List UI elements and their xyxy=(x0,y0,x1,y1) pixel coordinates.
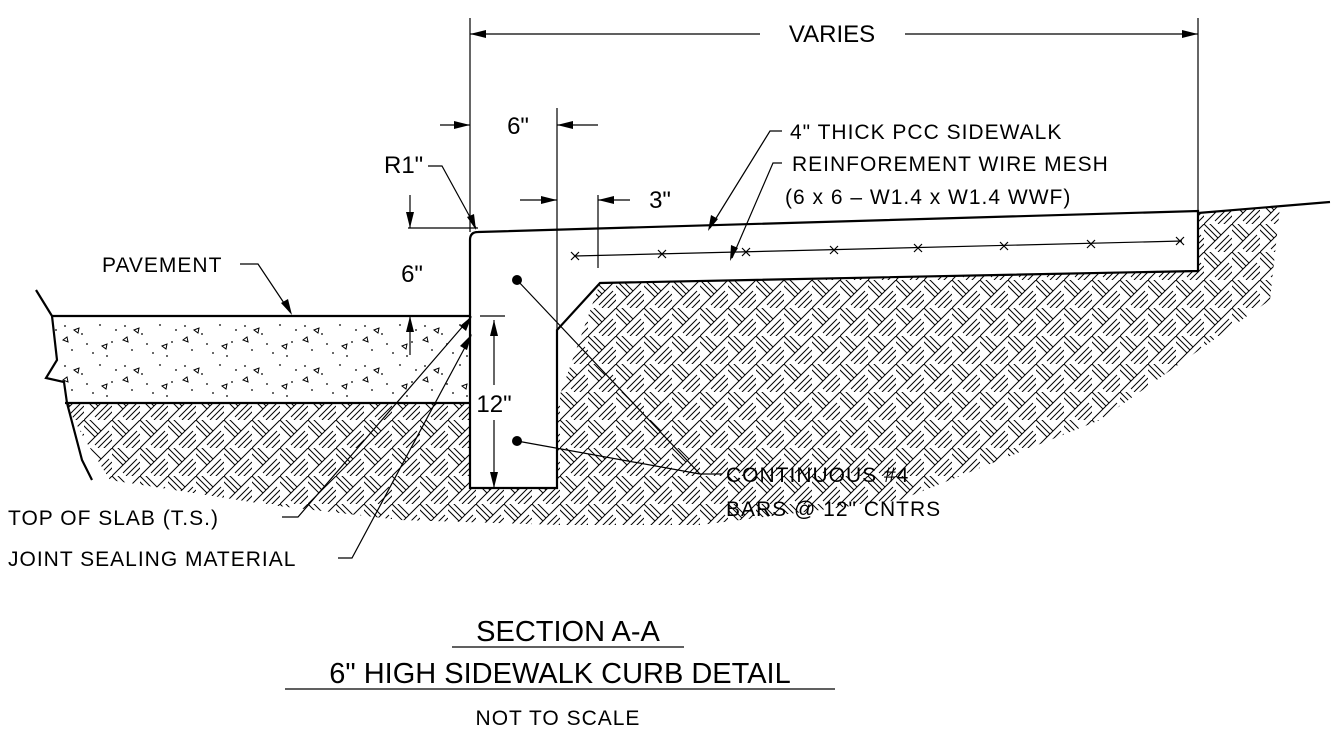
sidewalk-label: 4" THICK PCC SIDEWALK xyxy=(790,121,1062,144)
callout-top-of-slab: TOP OF SLAB (T.S.) xyxy=(8,316,472,530)
callout-pavement: PAVEMENT xyxy=(102,254,292,315)
detail-title: 6" HIGH SIDEWALK CURB DETAIL xyxy=(329,658,791,690)
top-of-slab-label: TOP OF SLAB (T.S.) xyxy=(8,507,219,530)
earth-hatch xyxy=(65,207,1280,525)
callout-mesh: REINFOREMENT WIRE MESH (6 x 6 – W1.4 x W… xyxy=(730,153,1109,261)
bars-label-2: BARS @ 12" CNTRS xyxy=(726,498,941,521)
pavement-slab xyxy=(35,289,470,481)
varies-label: VARIES xyxy=(789,21,875,48)
r1-label: R1" xyxy=(384,152,423,179)
bars-label-1: CONTINUOUS #4 xyxy=(726,464,909,487)
dimension-12: 12" xyxy=(476,315,512,488)
dim-12-label: 12" xyxy=(476,391,511,418)
callout-rebar: CONTINUOUS #4 BARS @ 12" CNTRS xyxy=(516,279,941,521)
dimension-6-curb-height: 6" xyxy=(401,195,478,355)
joint-label: JOINT SEALING MATERIAL xyxy=(8,548,296,571)
callout-joint: JOINT SEALING MATERIAL xyxy=(8,334,472,571)
pavement-label: PAVEMENT xyxy=(102,254,222,277)
mesh-label: REINFOREMENT WIRE MESH xyxy=(792,153,1109,176)
curb-and-sidewalk xyxy=(468,209,1200,490)
callout-sidewalk: 4" THICK PCC SIDEWALK xyxy=(708,121,1062,231)
dimension-6-curb-top: 6" xyxy=(440,108,598,330)
dim-3-label: 3" xyxy=(649,187,671,214)
scale-note: NOT TO SCALE xyxy=(476,707,641,730)
dim-6-top-label: 6" xyxy=(507,113,529,140)
dim-6-curb-label: 6" xyxy=(401,261,423,288)
mesh-spec-label: (6 x 6 – W1.4 x W1.4 WWF) xyxy=(785,186,1071,209)
section-title: SECTION A-A xyxy=(476,616,660,648)
dimension-3: 3" xyxy=(520,187,671,268)
dimension-r1: R1" xyxy=(384,152,477,230)
title-block: SECTION A-A 6" HIGH SIDEWALK CURB DETAIL… xyxy=(285,616,835,730)
